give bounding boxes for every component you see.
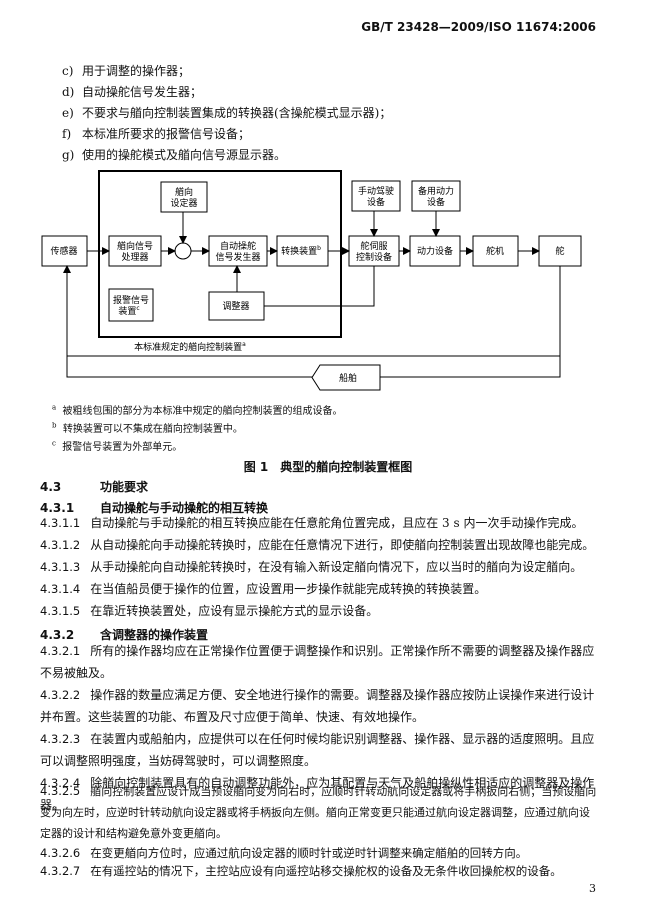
clause-4-3-1-3: 4.3.1.3 从手动操舵向自动操舵转换时，在没有输入新设定艏向情况下，应以当时的… xyxy=(40,556,600,578)
changeover-label: 转换装置b xyxy=(281,245,321,257)
clause-text: 除艏向控制装置具有的自动调整功能外，应为其配置与天气及船舶操纵性相适应的调整器及… xyxy=(40,776,595,812)
section-heading-4-3-1: 4.3.1 自动操舵与手动操舵的相互转换 xyxy=(40,499,268,516)
list-text: 用于调整的操作器； xyxy=(82,64,191,78)
figure-caption: 图 1 典型的艏向控制装置框图 xyxy=(243,460,413,474)
clause-number: 4.3.1.4 xyxy=(40,582,81,596)
sensor-label: 传感器 xyxy=(50,245,77,257)
alarm-device-label: 报警信号装置c xyxy=(113,294,149,317)
clause-text: 所有的操作器均应在正常操作位置便于调整操作和识别。正常操作所不需要的调整器及操作… xyxy=(40,644,595,680)
standby-power-label: 备用动力设备 xyxy=(418,185,454,208)
clause-number: 4.3.1.3 xyxy=(40,560,81,574)
clause-text: 在有遥控站的情况下，主控站应设有向遥控站移交操舵权的设备及无条件收回操舵权的设备… xyxy=(90,864,562,878)
footnote-b: b 转换装置可以不集成在艏向控制装置中。 xyxy=(52,420,243,435)
footnote-c: c 报警信号装置为外部单元。 xyxy=(52,438,182,453)
clause-number: 4.3.2.4 xyxy=(40,776,81,790)
footnote-mark: b xyxy=(52,421,57,430)
footnote-text: 被粗线包围的部分为本标准中规定的艏向控制装置的组成设备。 xyxy=(62,406,343,417)
section-number: 4.3.2 xyxy=(40,628,75,642)
clause-text: 自动操舵与手动操舵的相互转换应能在任意舵角位置完成，且应在 3 s 内一次手动操… xyxy=(90,516,584,530)
list-key: f) xyxy=(62,127,72,141)
list-key: g) xyxy=(62,148,75,162)
arrow-ship-sensor xyxy=(63,265,312,378)
footnote-a: a 被粗线包围的部分为本标准中规定的艏向控制装置的组成设备。 xyxy=(52,402,343,417)
list-item-c: c) 用于调整的操作器； xyxy=(62,62,190,79)
clause-text: 从手动操舵向自动操舵转换时，在没有输入新设定艏向情况下，应以当时的艏向为设定艏向… xyxy=(90,560,583,574)
clause-text: 操作器的数量应满足方便、安全地进行操作的需要。调整器及操作器应按防止误操作来进行… xyxy=(40,688,595,724)
clause-number: 4.3.2.1 xyxy=(40,644,81,658)
heading-setter-label: 艏向设定器 xyxy=(170,186,197,209)
line-rudder-to-ship xyxy=(380,356,561,378)
heading-setter-box xyxy=(160,181,208,213)
clause-text: 在当值船员便于操作的位置，应设置用一步操作就能完成转换的转换装置。 xyxy=(90,582,487,596)
list-key: c) xyxy=(62,64,74,78)
list-item-e: e) 不要求与艏向控制装置集成的转换器(含操舵模式显示器)； xyxy=(62,104,391,121)
clause-number: 4.3.1.1 xyxy=(40,516,81,530)
auto-generator-label: 自动操舵信号发生器 xyxy=(215,240,260,263)
enclosure-box xyxy=(98,170,342,338)
list-text: 本标准所要求的报警信号设备； xyxy=(82,127,251,141)
footnote-mark: a xyxy=(52,403,57,412)
manual-steering-label: 手动驾驶设备 xyxy=(358,185,394,208)
ship-label: 船舶 xyxy=(339,372,357,384)
list-key: e) xyxy=(62,106,74,120)
section-number: 4.3.1 xyxy=(40,501,75,515)
list-text: 使用的操舵模式及艏向信号源显示器。 xyxy=(82,148,287,162)
clause-number: 4.3.2.5 xyxy=(40,784,81,798)
footnote-text: 报警信号装置为外部单元。 xyxy=(62,442,183,453)
section-number: 4.3 xyxy=(40,480,62,494)
block-diagram: 艏向设定器 手动驾驶设备 备用动力设备 传感器 艏向信号处理器 自动操舵信号发生… xyxy=(41,170,582,391)
list-item-g: g) 使用的操舵模式及艏向信号源显示器。 xyxy=(62,146,286,163)
clause-text: 在靠近转换装置处，应设有显示操舵方式的显示设备。 xyxy=(90,604,379,618)
clause-number: 4.3.2.3 xyxy=(40,732,81,746)
line-servo-feedback xyxy=(264,266,375,307)
clause-4-3-1-1: 4.3.1.1 自动操舵与手动操舵的相互转换应能在任意舵角位置完成，且应在 3 s… xyxy=(40,512,600,534)
clause-number: 4.3.2.7 xyxy=(40,864,81,878)
footnote-text: 转换装置可以不集成在艏向控制装置中。 xyxy=(62,424,243,435)
alarm-device-box xyxy=(108,288,154,322)
list-item-d: d) 自动操舵信号发生器； xyxy=(62,83,202,100)
list-key: d) xyxy=(62,85,75,99)
section-title: 自动操舵与手动操舵的相互转换 xyxy=(100,501,269,515)
section-title: 含调整器的操作装置 xyxy=(100,628,209,642)
clause-text: 在装置内或船舶内，应提供可以在任何时候均能识别调整器、操作器、显示器的适度照明。… xyxy=(40,732,595,768)
clause-4-3-2-6: 4.3.2.6 在变更艏向方位时，应通过航向设定器的顺时针或逆时针调整来确定艏舶的… xyxy=(40,844,600,862)
clause-number: 4.3.1.5 xyxy=(40,604,81,618)
page-number: 3 xyxy=(589,882,596,895)
rudder-label: 舵 xyxy=(555,245,564,257)
power-unit-label: 动力设备 xyxy=(417,245,453,257)
clause-4-3-1-2: 4.3.1.2 从自动操舵向手动操舵转换时，应能在任意情况下进行，即使艏向控制装置… xyxy=(40,534,600,556)
section-heading-4-3-2: 4.3.2 含调整器的操作装置 xyxy=(40,626,208,643)
adjuster-label: 调整器 xyxy=(222,300,249,312)
ship-box xyxy=(311,364,381,391)
clause-4-3-1-4: 4.3.1.4 在当值船员便于操作的位置，应设置用一步操作就能完成转换的转换装置。 xyxy=(40,578,600,600)
clause-4-3-1-5: 4.3.1.5 在靠近转换装置处，应设有显示操舵方式的显示设备。 xyxy=(40,600,600,622)
steering-gear-label: 舵机 xyxy=(486,245,504,257)
clause-number: 4.3.1.2 xyxy=(40,538,81,552)
standard-number-header: GB/T 23428—2009/ISO 11674:2006 xyxy=(361,20,596,34)
list-text: 自动操舵信号发生器； xyxy=(82,85,203,99)
summing-junction xyxy=(174,242,192,260)
servo-control-label: 舵伺服控制设备 xyxy=(356,240,392,263)
clause-text: 从自动操舵向手动操舵转换时，应能在任意情况下进行，即使艏向控制装置出现故障也能完… xyxy=(90,538,595,552)
clause-number: 4.3.2.6 xyxy=(40,846,81,860)
list-text: 不要求与艏向控制装置集成的转换器(含操舵模式显示器)； xyxy=(82,106,392,120)
clause-4-3-2-7: 4.3.2.7 在有遥控站的情况下，主控站应设有向遥控站移交操舵权的设备及无条件收… xyxy=(40,862,600,880)
footnote-mark: c xyxy=(52,439,56,448)
enclosure-label: 本标准规定的艏向控制装置a xyxy=(134,341,246,353)
section-title: 功能要求 xyxy=(100,480,149,494)
clause-text: 在变更艏向方位时，应通过航向设定器的顺时针或逆时针调整来确定艏舶的回转方向。 xyxy=(90,846,528,860)
clause-number: 4.3.2.2 xyxy=(40,688,81,702)
manual-steering-box xyxy=(351,180,401,212)
list-item-f: f) 本标准所要求的报警信号设备； xyxy=(62,125,250,142)
heading-processor-label: 艏向信号处理器 xyxy=(117,240,153,263)
section-heading-4-3: 4.3 功能要求 xyxy=(40,478,148,495)
clause-text: 艏向控制装置应设计成当预设艏向变为向右时，应顺时针转动航向设定器或将手柄扳向右侧… xyxy=(40,785,597,840)
